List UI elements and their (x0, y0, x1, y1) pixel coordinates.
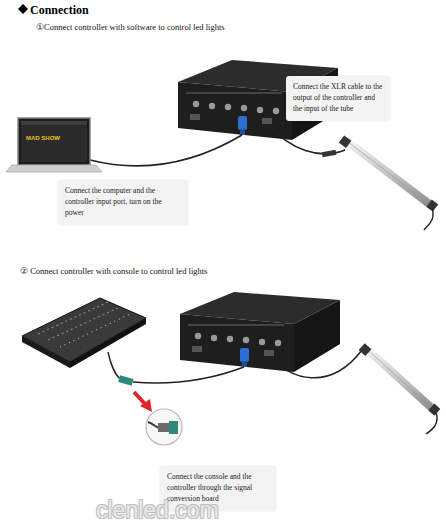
caption-text: ①Connect controller with software to con… (36, 22, 225, 32)
cable (133, 367, 244, 383)
console-front (22, 336, 70, 368)
cable (268, 124, 345, 154)
xlr-plug (158, 423, 170, 432)
bullet-diamond (18, 4, 28, 14)
software-toolbar (21, 121, 87, 125)
led-tube-edge (368, 350, 434, 410)
note-text: Connect the XLR cable to the output of t… (293, 82, 383, 115)
tube-cap (428, 404, 440, 416)
heading: Connection (30, 3, 89, 18)
laptop-base (6, 165, 102, 172)
cable (426, 412, 437, 434)
red-arrow (134, 392, 146, 405)
cable-connector (322, 150, 337, 157)
laptop-screen (18, 118, 90, 165)
caption-text: ② Connect controller with console to con… (20, 266, 207, 276)
tube-cap (359, 343, 372, 356)
note-box: Connect the computer and the controller … (58, 180, 188, 225)
console-faders (38, 302, 108, 334)
note-text: Connect the computer and the controller … (65, 186, 181, 219)
controller (180, 292, 340, 372)
red-arrowhead (140, 399, 152, 412)
led-tube (348, 142, 432, 206)
tube-cap (339, 135, 352, 148)
led-tube (368, 350, 434, 410)
console-faders (48, 308, 118, 340)
console-buttons (60, 314, 130, 347)
led-tube-edge (348, 142, 432, 206)
cable (270, 350, 362, 378)
note-box: Connect the XLR cable to the output of t… (286, 76, 390, 121)
watermark: clenled.com (96, 497, 219, 524)
console-side (70, 318, 146, 368)
software-window (21, 121, 87, 162)
signal-converter (118, 375, 133, 385)
cable (90, 135, 242, 166)
caption-text: MAD SHOW (26, 135, 60, 141)
cable (424, 208, 433, 230)
signal-converter (169, 421, 178, 434)
magnifier-circle (146, 409, 182, 445)
